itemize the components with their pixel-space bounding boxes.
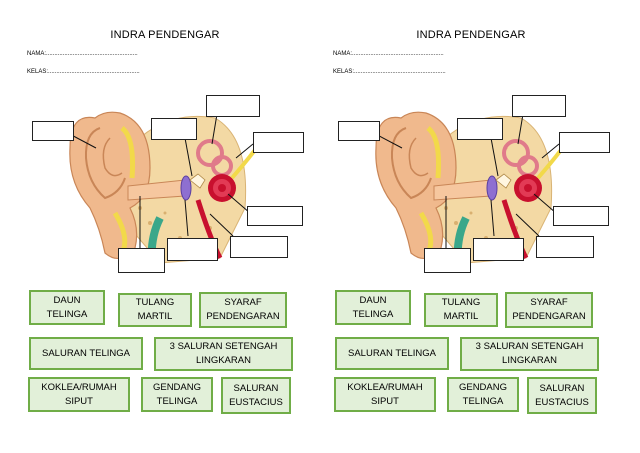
answer-box-8[interactable]	[424, 248, 471, 273]
answer-box-5[interactable]	[553, 206, 609, 226]
label-card-syaraf-pendengaran[interactable]: SYARAF PENDENGARAN	[199, 292, 287, 328]
answer-box-8[interactable]	[118, 248, 165, 273]
page-title: INDRA PENDENGAR	[416, 29, 526, 41]
answer-box-6[interactable]	[230, 236, 288, 258]
answer-box-7[interactable]	[167, 238, 218, 261]
label-card-gendang-telinga[interactable]: GENDANG TELINGA	[447, 377, 519, 412]
label-card-3-saluran-setengah-lingkaran[interactable]: 3 SALURAN SETENGAH LINGKARAN	[154, 337, 293, 371]
answer-box-3[interactable]	[512, 95, 566, 117]
answer-box-2[interactable]	[151, 118, 197, 140]
ear-diagram	[316, 88, 626, 278]
name-field[interactable]: NAMA:...................................…	[333, 51, 444, 57]
label-card-koklea-rumah-siput[interactable]: KOKLEA/RUMAH SIPUT	[334, 377, 436, 412]
class-field[interactable]: KELAS:..................................…	[27, 69, 140, 75]
label-card-koklea-rumah-siput[interactable]: KOKLEA/RUMAH SIPUT	[28, 377, 130, 412]
answer-box-5[interactable]	[247, 206, 303, 226]
answer-box-3[interactable]	[206, 95, 260, 117]
answer-box-2[interactable]	[457, 118, 503, 140]
answer-box-7[interactable]	[473, 238, 524, 261]
worksheet-right: INDRA PENDENGAR NAMA:...................…	[316, 0, 626, 453]
label-card-tulang-martil[interactable]: TULANG MARTIL	[424, 293, 498, 327]
label-card-syaraf-pendengaran[interactable]: SYARAF PENDENGARAN	[505, 292, 593, 328]
worksheet-left: INDRA PENDENGAR NAMA:...................…	[10, 0, 320, 453]
label-card-daun-telinga[interactable]: DAUN TELINGA	[29, 290, 105, 325]
answer-box-4[interactable]	[253, 132, 304, 153]
label-card-3-saluran-setengah-lingkaran[interactable]: 3 SALURAN SETENGAH LINGKARAN	[460, 337, 599, 371]
answer-box-4[interactable]	[559, 132, 610, 153]
label-card-tulang-martil[interactable]: TULANG MARTIL	[118, 293, 192, 327]
page-title: INDRA PENDENGAR	[110, 29, 220, 41]
answer-box-1[interactable]	[32, 121, 74, 141]
ear-illustration	[367, 111, 563, 264]
label-card-saluran-telinga[interactable]: SALURAN TELINGA	[29, 337, 143, 370]
ear-diagram	[10, 88, 320, 278]
answer-box-1[interactable]	[338, 121, 380, 141]
name-field[interactable]: NAMA:...................................…	[27, 51, 138, 57]
class-field[interactable]: KELAS:..................................…	[333, 69, 446, 75]
label-card-saluran-eustacius[interactable]: SALURAN EUSTACIUS	[527, 377, 597, 414]
answer-box-6[interactable]	[536, 236, 594, 258]
label-card-saluran-telinga[interactable]: SALURAN TELINGA	[335, 337, 449, 370]
label-card-saluran-eustacius[interactable]: SALURAN EUSTACIUS	[221, 377, 291, 414]
label-card-daun-telinga[interactable]: DAUN TELINGA	[335, 290, 411, 325]
label-card-gendang-telinga[interactable]: GENDANG TELINGA	[141, 377, 213, 412]
